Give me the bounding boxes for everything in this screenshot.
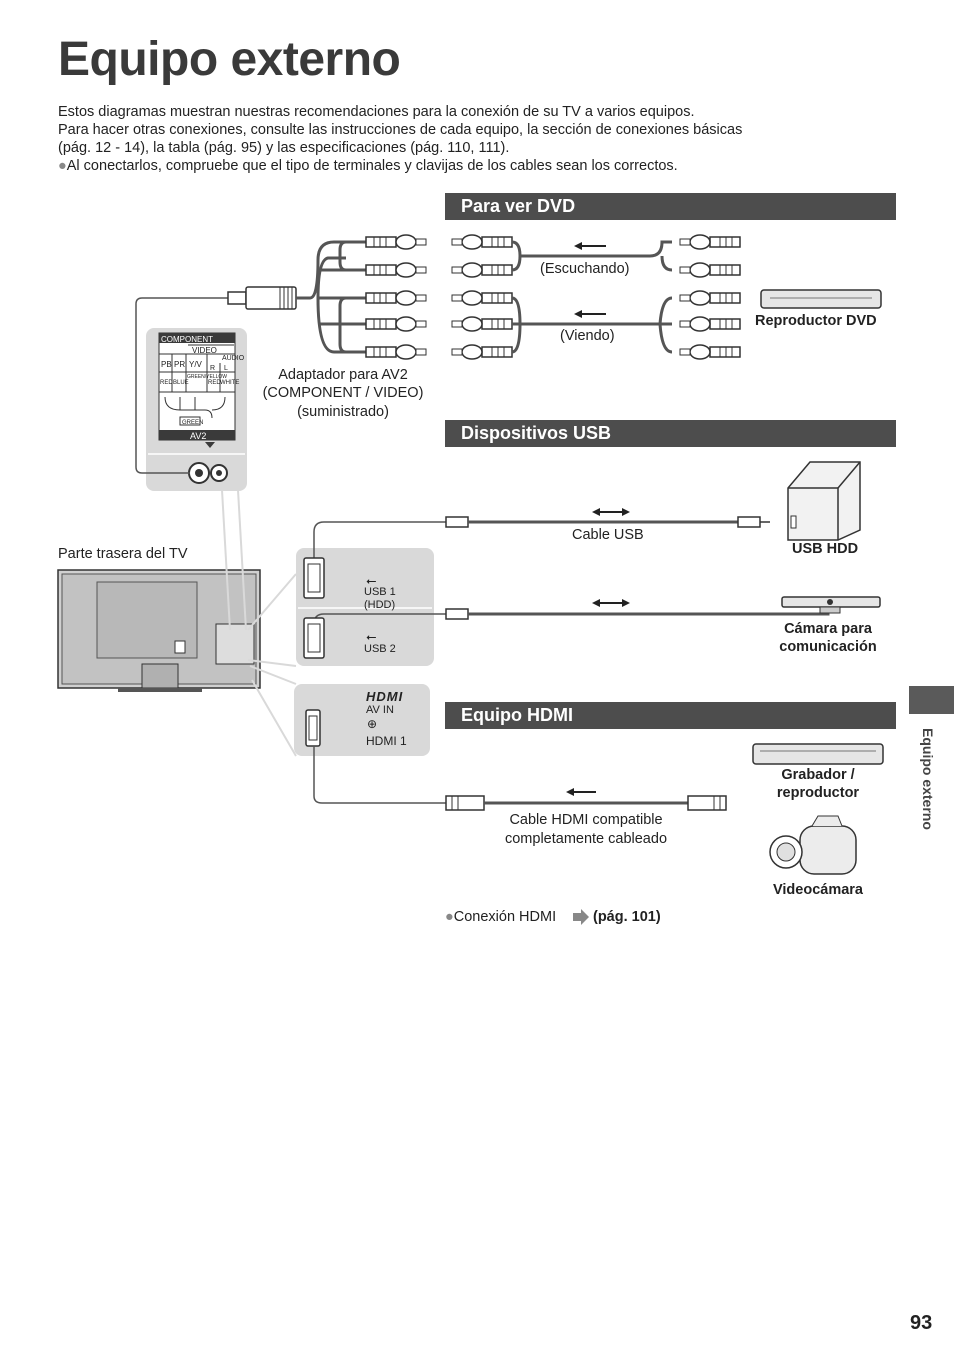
- av2-yv-label: Y/V: [189, 360, 202, 369]
- hdmi-cable-label-1: Cable HDMI compatible: [509, 812, 663, 828]
- camcorder-label: Videocámara: [772, 882, 863, 898]
- intro-line-3: (pág. 12 - 14), la tabla (pág. 95) y las…: [58, 140, 510, 156]
- dvd-device-label: Reproductor DVD: [755, 313, 877, 329]
- intro-line-2: Para hacer otras conexiones, consulte la…: [58, 122, 743, 138]
- av2-red-label: RED: [160, 380, 173, 386]
- hdmi-avin-label: AV IN: [366, 704, 394, 716]
- av2-green-label: GREEN: [182, 420, 204, 426]
- adapter-label-3: (suministrado): [297, 404, 389, 420]
- section-heading-usb: Dispositivos USB: [445, 420, 896, 447]
- av2-green-yellow-label: GREEN/YELLOW: [187, 374, 227, 381]
- usb-hdd-label: USB HDD: [792, 541, 859, 557]
- usb-icon-2: ⭠: [366, 629, 377, 644]
- usb-icon-1: ⭠: [366, 573, 377, 588]
- hdmi-logo: HDMI: [366, 689, 404, 704]
- av2-audio-label: AUDIO: [222, 355, 245, 362]
- av2-video-label: VIDEO: [192, 346, 217, 355]
- usb2-label: USB 2: [364, 643, 396, 655]
- av2-component-label: COMPONENT: [161, 335, 213, 344]
- page-number: 93: [910, 1312, 933, 1334]
- hdmi1-label: HDMI 1: [366, 734, 407, 748]
- adapter-label-2: (COMPONENT / VIDEO): [262, 385, 424, 401]
- hdmi-note: ●Conexión HDMI: [445, 909, 557, 925]
- hdmi-note-page-ref[interactable]: (pág. 101): [593, 909, 661, 925]
- usb-cable-label: Cable USB: [572, 527, 644, 543]
- usb1-hdd-label: (HDD): [364, 599, 396, 611]
- av2-name-label: AV2: [190, 431, 207, 441]
- side-tab-label-wrap: Equipo externo: [906, 728, 936, 868]
- dvd-listening-label: (Escuchando): [540, 261, 630, 277]
- hdmi-input-icon: ⊕: [367, 717, 378, 731]
- recorder-label-1: Grabador /: [781, 767, 855, 783]
- adapter-label-1: Adaptador para AV2: [278, 367, 408, 383]
- side-tab-marker: [909, 686, 954, 714]
- page-title: Equipo externo: [58, 33, 401, 86]
- hdmi-note-text: Conexión HDMI: [453, 909, 557, 925]
- usb1-label: USB 1: [364, 586, 396, 598]
- av2-white-label: WHITE: [220, 380, 240, 386]
- dvd-viewing-label: (Viendo): [560, 328, 615, 344]
- intro-line-1: Estos diagramas muestran nuestras recome…: [58, 104, 695, 120]
- av2-blue-label: BLUE: [173, 380, 189, 386]
- recorder-label-2: reproductor: [776, 785, 860, 801]
- section-heading-dvd: Para ver DVD: [445, 193, 896, 220]
- intro-bullet: ●Al conectarlos, compruebe que el tipo d…: [58, 158, 678, 174]
- section-heading-hdmi: Equipo HDMI: [445, 702, 896, 729]
- av2-l-label: L: [224, 365, 228, 372]
- av2-r-label: R: [210, 365, 216, 372]
- av2-red2-label: RED: [208, 380, 221, 386]
- side-tab-label: Equipo externo: [920, 728, 936, 830]
- hdmi-cable-label-2: completamente cableado: [504, 831, 668, 847]
- av2-pb-label: PB: [161, 360, 172, 369]
- camera-label-2: comunicación: [779, 639, 877, 655]
- intro-bullet-text: Al conectarlos, compruebe que el tipo de…: [66, 158, 678, 174]
- av2-pr-label: PR: [174, 360, 186, 369]
- tv-rear-label: Parte trasera del TV: [58, 546, 188, 562]
- camera-label-1: Cámara para: [784, 621, 872, 637]
